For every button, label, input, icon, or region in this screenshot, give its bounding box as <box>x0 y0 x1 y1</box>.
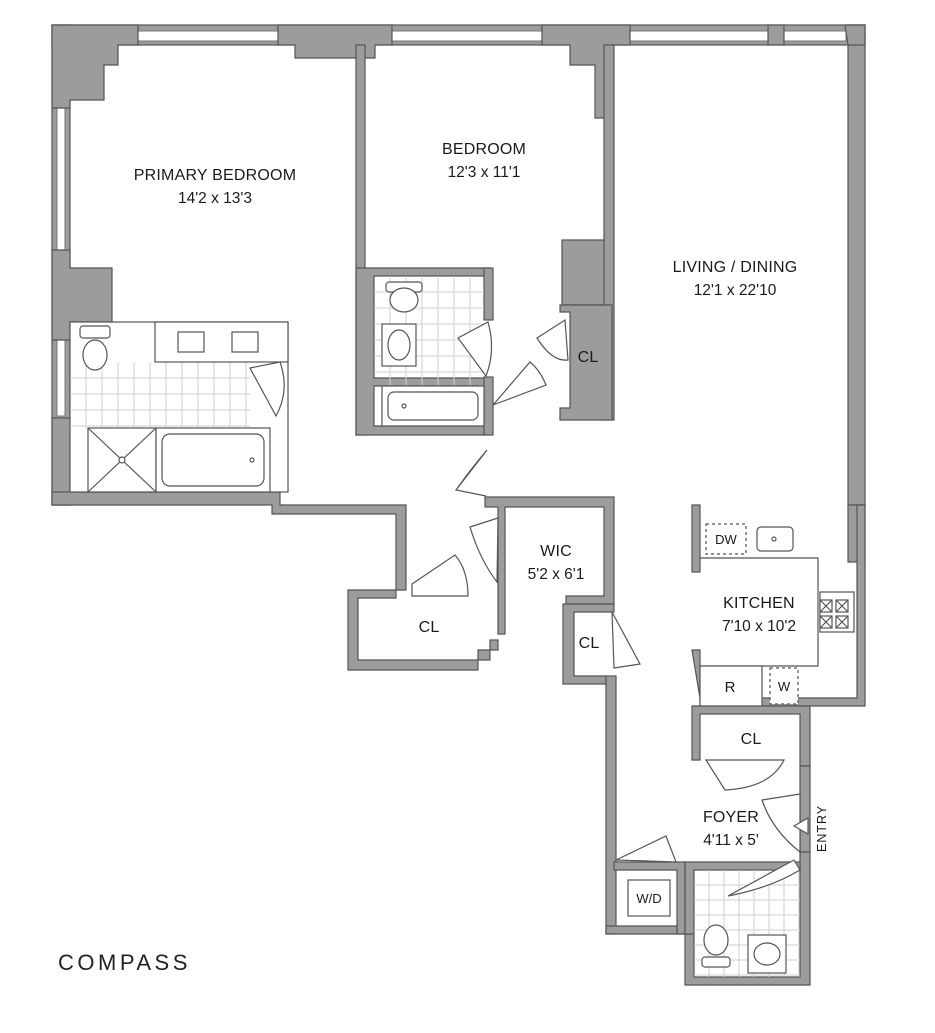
kitchen-size: 7'10 x 10'2 <box>722 618 796 635</box>
burner-cross <box>819 615 833 629</box>
kitchen-fixtures <box>700 526 855 667</box>
refrigerator-label: R <box>725 679 736 696</box>
doors <box>249 318 801 897</box>
primary-bath-tile <box>69 321 289 493</box>
living-dining-size: 12'1 x 22'10 <box>694 282 777 299</box>
burner-cross <box>835 615 849 629</box>
wic-adjacent-closet-label: CL <box>579 635 600 652</box>
refrigerator-box <box>699 665 763 707</box>
dishwasher-label: DW <box>715 532 737 547</box>
bedroom-name: BEDROOM <box>442 141 526 158</box>
dishwasher-box <box>705 523 747 555</box>
lower-left-closet-label: CL <box>419 619 440 636</box>
bedroom-closet-label: CL <box>578 349 599 366</box>
burner-cross <box>819 599 833 613</box>
washer-dryer-box <box>627 879 671 917</box>
kitchen-closet-label: CL <box>741 731 762 748</box>
entry-label: ENTRY <box>815 805 829 852</box>
washer-dryer-label: W/D <box>636 891 661 906</box>
primary-bedroom-name: PRIMARY BEDROOM <box>134 167 296 184</box>
wine-fridge-box <box>769 667 799 705</box>
foyer-name: FOYER <box>703 809 759 826</box>
entry-arrow-icon <box>792 816 809 836</box>
kitchen-name: KITCHEN <box>723 595 795 612</box>
primary-bedroom-size: 14'2 x 13'3 <box>178 190 252 207</box>
foyer-size: 4'11 x 5' <box>703 832 759 849</box>
bedroom-size: 12'3 x 11'1 <box>448 164 521 181</box>
compass-logo: COMPASS <box>58 950 191 975</box>
burner-cross <box>835 599 849 613</box>
living-dining-name: LIVING / DINING <box>673 259 798 276</box>
lower-walls <box>51 267 866 986</box>
wic-size: 5'2 x 6'1 <box>528 566 585 583</box>
wic-name: WIC <box>540 543 572 560</box>
bedroom-bath-tile <box>374 276 485 427</box>
wine-fridge-label: W <box>778 679 791 694</box>
